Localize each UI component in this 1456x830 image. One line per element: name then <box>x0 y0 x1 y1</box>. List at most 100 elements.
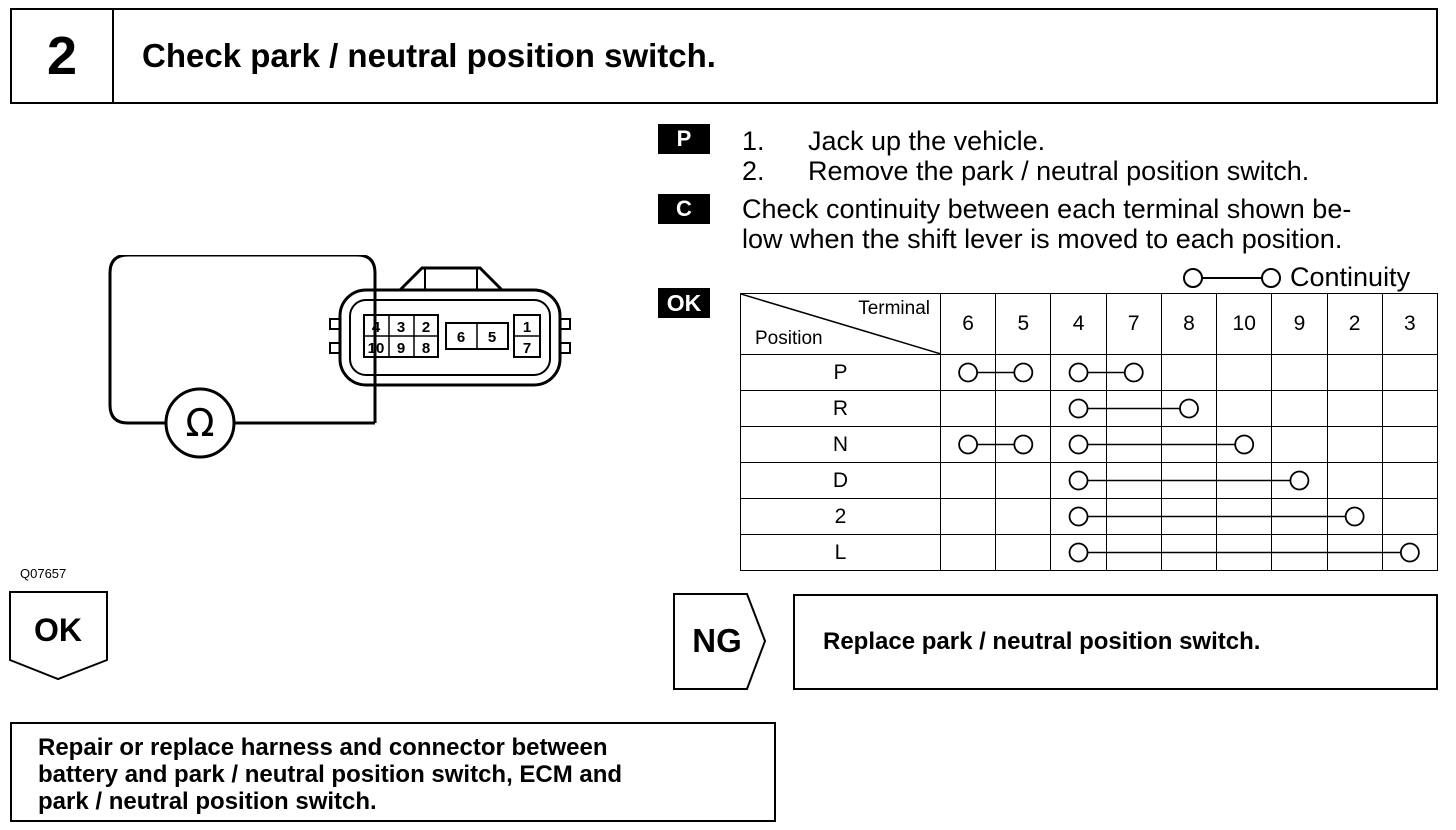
continuity-cell <box>1160 462 1218 499</box>
terminal-header-cell: 2 <box>1326 293 1383 355</box>
continuity-cell <box>1216 534 1273 571</box>
continuity-cell <box>1216 462 1273 499</box>
continuity-cell <box>1105 534 1162 571</box>
continuity-cell <box>1050 390 1107 427</box>
prep-step: 1.Jack up the vehicle. <box>742 126 1046 156</box>
continuity-cell <box>1105 498 1162 535</box>
connector-housing-inner <box>349 299 551 376</box>
position-cell: 2 <box>740 498 941 535</box>
terminal-header-cell: 3 <box>1381 293 1439 355</box>
continuity-cell <box>1271 354 1328 391</box>
continuity-cell <box>995 498 1052 535</box>
terminal-header-cell: 5 <box>995 293 1052 355</box>
table-corner-cell: Terminal Position <box>740 293 941 355</box>
continuity-cell <box>1160 498 1218 535</box>
continuity-cell <box>1381 534 1439 571</box>
continuity-cell <box>1216 354 1273 391</box>
step-title: Check park / neutral position switch. <box>142 37 716 74</box>
continuity-cell <box>1216 426 1273 463</box>
continuity-cell <box>1381 462 1439 499</box>
continuity-cell <box>1271 462 1328 499</box>
continuity-legend-icon <box>1183 267 1281 288</box>
continuity-cell <box>939 462 997 499</box>
continuity-cell <box>1271 426 1328 463</box>
continuity-cell <box>1326 462 1383 499</box>
step-number: 2 <box>12 10 114 102</box>
position-cell: N <box>740 426 941 463</box>
continuity-cell <box>1271 390 1328 427</box>
continuity-cell <box>1050 426 1107 463</box>
table-row: 2 <box>740 498 1439 535</box>
prep-steps: 1.Jack up the vehicle. 2.Remove the park… <box>742 126 1309 186</box>
ng-action-box: Replace park / neutral position switch. <box>793 594 1438 690</box>
table-row: L <box>740 534 1439 571</box>
continuity-cell <box>939 390 997 427</box>
continuity-cell <box>1326 390 1383 427</box>
terminal-header-cell: 8 <box>1160 293 1218 355</box>
continuity-cell <box>1105 390 1162 427</box>
ok-action-box: Repair or replace harness and connector … <box>10 722 776 822</box>
continuity-cell <box>995 390 1052 427</box>
prep-badge: P <box>658 124 710 154</box>
continuity-cell <box>1160 390 1218 427</box>
continuity-cell <box>1216 390 1273 427</box>
continuity-legend: Continuity <box>1180 262 1410 293</box>
continuity-cell <box>1271 534 1328 571</box>
position-cell: P <box>740 354 941 391</box>
terminal-label: 5 <box>488 329 496 346</box>
continuity-cell <box>1105 426 1162 463</box>
continuity-cell <box>1271 498 1328 535</box>
check-badge: C <box>658 194 710 224</box>
table-row: D <box>740 462 1439 499</box>
continuity-cell <box>1105 462 1162 499</box>
continuity-cell <box>1160 534 1218 571</box>
table-row: N <box>740 426 1439 463</box>
terminal-header-cell: 7 <box>1105 293 1162 355</box>
ng-result-label: NG <box>692 622 742 659</box>
continuity-cell <box>1160 354 1218 391</box>
terminal-label: 4 <box>372 319 381 336</box>
continuity-cell <box>995 426 1052 463</box>
terminal-header-cell: 9 <box>1271 293 1328 355</box>
terminal-label: 1 <box>523 319 531 336</box>
continuity-cell <box>1326 498 1383 535</box>
connector-diagram: 4 3 2 10 9 8 6 5 1 7 Ω <box>108 255 571 459</box>
ok-action-text: Repair or replace harness and connector … <box>38 734 623 815</box>
terminal-label: 10 <box>368 340 385 357</box>
continuity-cell <box>939 498 997 535</box>
continuity-cell <box>1381 426 1439 463</box>
position-cell: R <box>740 390 941 427</box>
meter-lead-left <box>108 255 377 425</box>
continuity-cell <box>1326 354 1383 391</box>
position-cell: L <box>740 534 941 571</box>
continuity-cell <box>995 534 1052 571</box>
continuity-cell <box>1381 390 1439 427</box>
position-cell: D <box>740 462 941 499</box>
ohm-symbol: Ω <box>185 401 214 445</box>
terminal-label: 8 <box>422 340 430 357</box>
terminal-label: 6 <box>457 329 465 346</box>
terminal-label: 9 <box>397 340 405 357</box>
ng-action-text: Replace park / neutral position switch. <box>823 628 1261 655</box>
continuity-cell <box>1050 534 1107 571</box>
table-row: P <box>740 354 1439 391</box>
step-header: 2 Check park / neutral position switch. <box>10 8 1438 104</box>
terminal-label: 7 <box>523 340 531 357</box>
ok-badge: OK <box>658 288 710 318</box>
continuity-cell <box>1216 498 1273 535</box>
legend-label: Continuity <box>1290 262 1411 292</box>
ok-result-label: OK <box>34 612 82 648</box>
corner-terminal-label: Terminal <box>858 298 930 319</box>
continuity-cell <box>1326 426 1383 463</box>
continuity-cell <box>1050 462 1107 499</box>
ohmmeter <box>164 387 236 459</box>
continuity-cell <box>939 534 997 571</box>
ng-result-arrow <box>673 593 767 690</box>
figure-id: Q07657 <box>20 566 67 581</box>
continuity-cell <box>939 354 997 391</box>
prep-step: 2.Remove the park / neutral position swi… <box>742 156 1310 186</box>
connector-housing-outer <box>338 288 562 387</box>
ok-result-arrow <box>9 591 108 681</box>
terminal-header-cell: 10 <box>1216 293 1273 355</box>
